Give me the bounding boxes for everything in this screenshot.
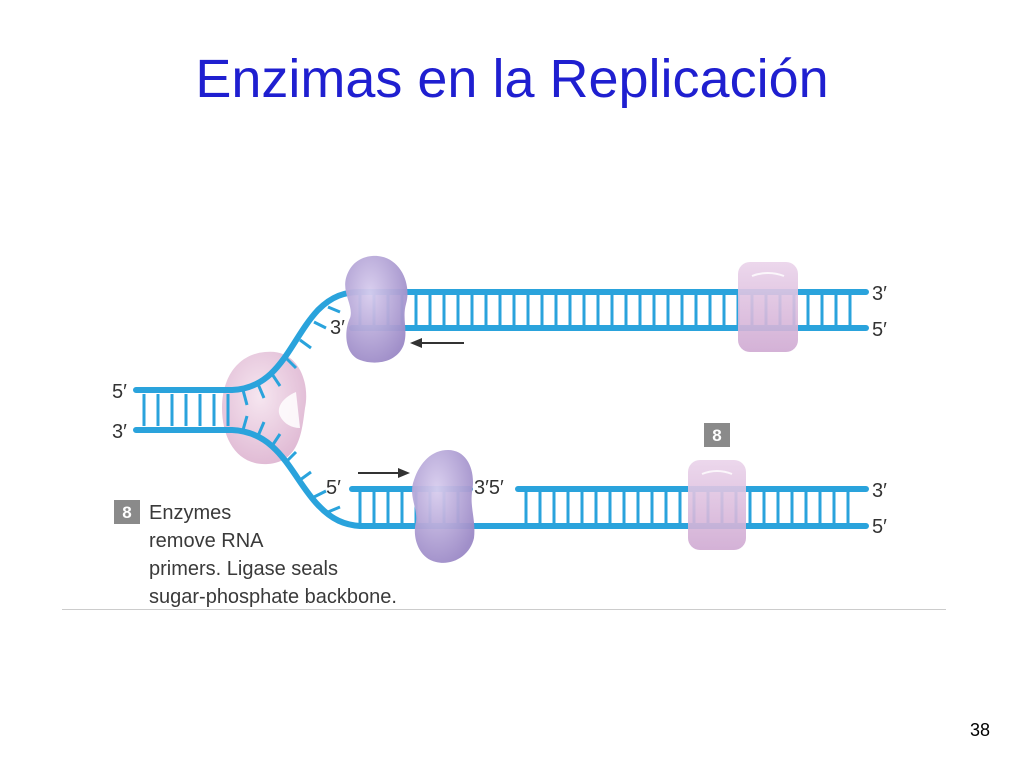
lower-dna-ligase [688, 460, 746, 550]
fork-rungs [241, 305, 341, 514]
label-lower-right-3-prime: 3′ [872, 480, 887, 502]
page-number: 38 [969, 720, 990, 740]
helicase-enzyme [222, 351, 307, 465]
label-upper-right-5-prime: 5′ [872, 319, 887, 341]
upper-direction-arrow [410, 338, 464, 348]
label-lower-left-5-prime: 5′ [326, 477, 341, 499]
caption-line-1: Enzymes [149, 502, 231, 524]
figure-divider [62, 609, 946, 610]
caption-line-4: sugar-phosphate backbone. [149, 586, 397, 608]
step-badge: 8 [704, 423, 730, 447]
lower-direction-arrow [358, 468, 410, 478]
label-left-3-prime: 3′ [112, 421, 127, 443]
label-lower-gap-3-5-prime: 3′5′ [474, 477, 504, 499]
caption: 8 Enzymes remove RNA primers. Ligase sea… [114, 500, 397, 608]
label-upper-right-3-prime: 3′ [872, 283, 887, 305]
caption-line-3: primers. Ligase seals [149, 558, 338, 580]
label-upper-primer-3-prime: 3′ [330, 317, 345, 339]
caption-line-2: remove RNA [149, 530, 264, 552]
lower-dna-polymerase [412, 450, 475, 563]
caption-badge-number: 8 [122, 503, 131, 522]
upper-dna-polymerase [345, 255, 408, 363]
caption-badge-box [114, 500, 140, 524]
label-left-5-prime: 5′ [112, 381, 127, 403]
upper-dna-ligase [738, 262, 798, 352]
step-badge-number: 8 [712, 426, 721, 445]
parental-duplex [142, 394, 230, 426]
label-lower-right-5-prime: 5′ [872, 516, 887, 538]
slide-title: Enzimas en la Replicación [195, 49, 829, 109]
